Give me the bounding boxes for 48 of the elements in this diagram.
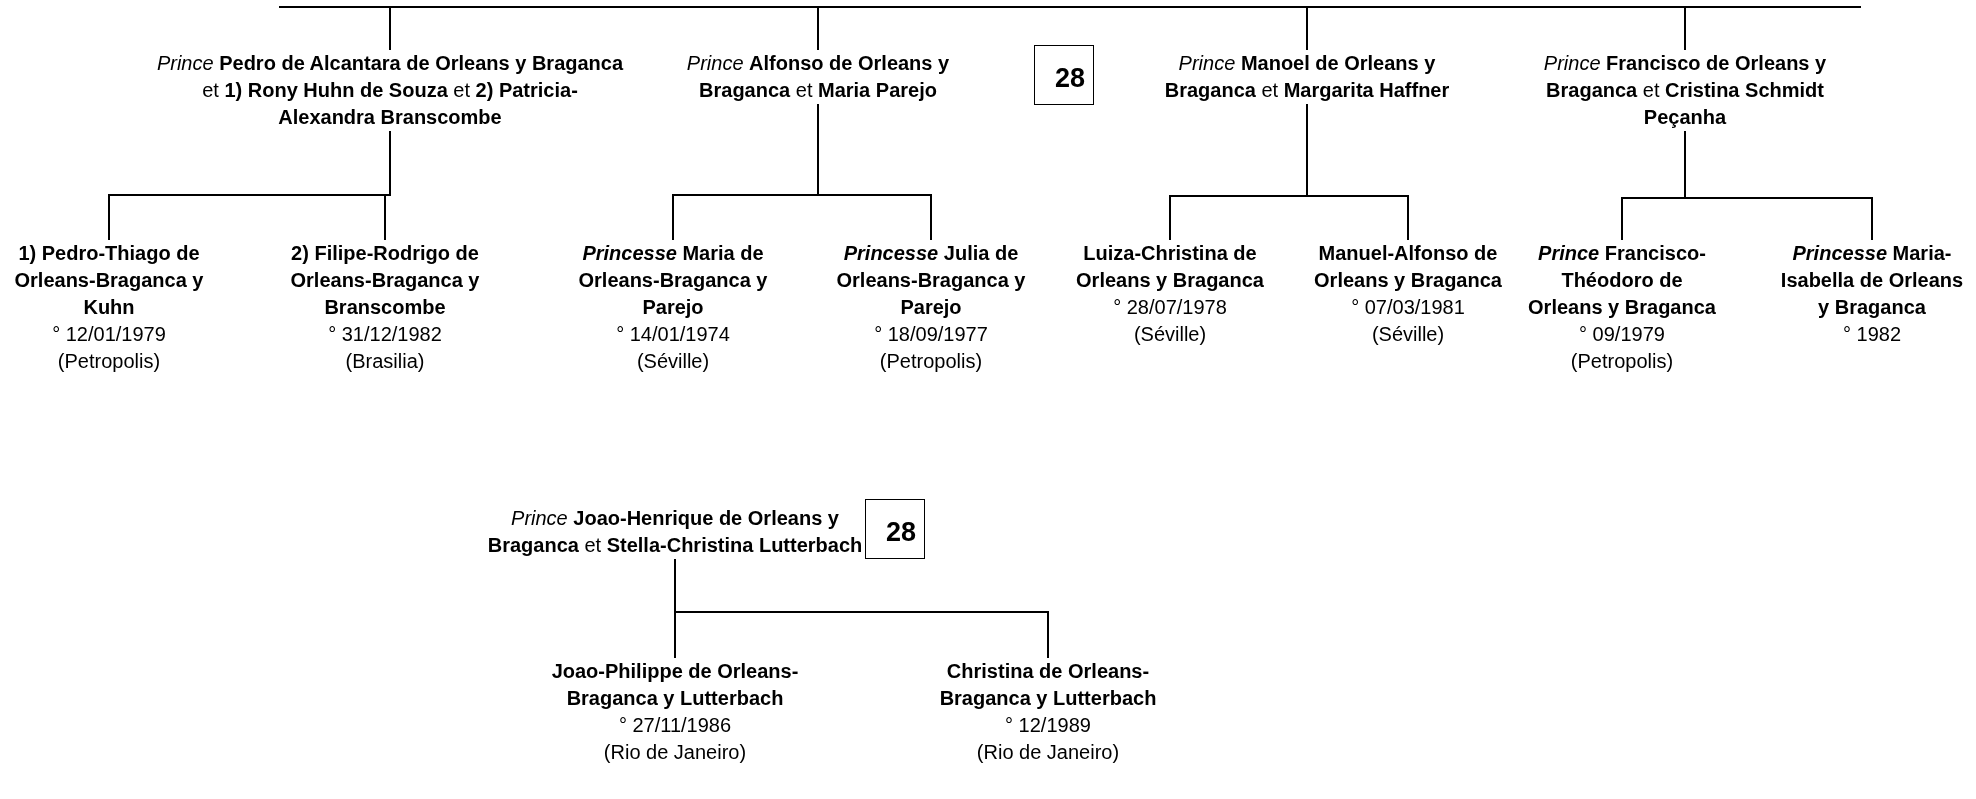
birth-date: ° 12/1989 [1004, 713, 1092, 738]
child-name: Manuel-Alfonso de Orleans y Braganca [1313, 241, 1503, 293]
connector-line [278, 6, 1862, 8]
couple-name: Prince Francisco de Orleans y Braganca et Cristina Schmidt Peçanha [1542, 51, 1828, 130]
birth-date: ° 18/09/1977 [873, 322, 989, 347]
connector-line [1684, 130, 1873, 241]
child-name: 1) Pedro-Thiago de Orleans-Braganca y Kuhn [13, 241, 205, 320]
couple-name: Prince Manoel de Orleans y Braganca et Margarita Haffner [1163, 51, 1451, 103]
connector-line [1684, 6, 1686, 51]
reference-number: 28 [885, 516, 917, 547]
connector-line [674, 558, 1049, 659]
birth-place: (Petropolis) [878, 349, 984, 374]
birth-date: ° 09/1979 [1578, 322, 1666, 347]
child-name: Luiza-Christina de Orleans y Braganca [1075, 241, 1265, 293]
birth-place: (Séville) [1132, 322, 1208, 347]
couple-name: Prince Pedro de Alcantara de Orleans y Braganca et 1) Rony Huhn de Souza et 2) Patricia-Alexandra Branscombe [155, 51, 625, 130]
connector-line [817, 103, 932, 241]
connector-line [384, 130, 391, 241]
connector-line [1306, 103, 1409, 241]
connector-line [389, 6, 391, 51]
birth-place: (Brasilia) [344, 349, 426, 374]
child-name: Prince Francisco-Théodoro de Orleans y Braganca [1527, 241, 1717, 320]
birth-place: (Séville) [635, 349, 711, 374]
reference-box [1034, 45, 1094, 105]
birth-place: (Petropolis) [1569, 349, 1675, 374]
birth-date: ° 07/03/1981 [1350, 295, 1466, 320]
child-name: Princesse Maria de Orleans-Braganca y Parejo [577, 241, 769, 320]
birth-date: ° 27/11/1986 [617, 713, 733, 738]
connector-line [1306, 6, 1308, 51]
birth-place: (Séville) [1370, 322, 1446, 347]
birth-date: ° 12/01/1979 [51, 322, 167, 347]
reference-box [865, 499, 925, 559]
birth-place: (Petropolis) [56, 349, 162, 374]
couple-name: Prince Joao-Henrique de Orleans y Braganca et Stella-Christina Lutterbach [486, 506, 864, 558]
birth-date: ° 14/01/1974 [615, 322, 731, 347]
birth-place: (Rio de Janeiro) [975, 740, 1121, 765]
child-name: Joao-Philippe de Orleans-Braganca y Lutterbach [550, 659, 800, 711]
child-name: Christina de Orleans-Braganca y Lutterbach [938, 659, 1158, 711]
child-name: Princesse Maria-Isabella de Orleans y Braganca [1779, 241, 1965, 320]
birth-place: (Rio de Janeiro) [602, 740, 748, 765]
birth-date: ° 31/12/1982 [327, 322, 443, 347]
child-name: 2) Filipe-Rodrigo de Orleans-Braganca y Branscombe [289, 241, 481, 320]
birth-date: ° 1982 [1841, 322, 1902, 347]
connector-line [817, 6, 819, 51]
reference-number: 28 [1054, 62, 1086, 93]
child-name: Princesse Julia de Orleans-Braganca y Parejo [835, 241, 1027, 320]
couple-name: Prince Alfonso de Orleans y Braganca et Maria Parejo [685, 51, 951, 103]
birth-date: ° 28/07/1978 [1112, 295, 1228, 320]
